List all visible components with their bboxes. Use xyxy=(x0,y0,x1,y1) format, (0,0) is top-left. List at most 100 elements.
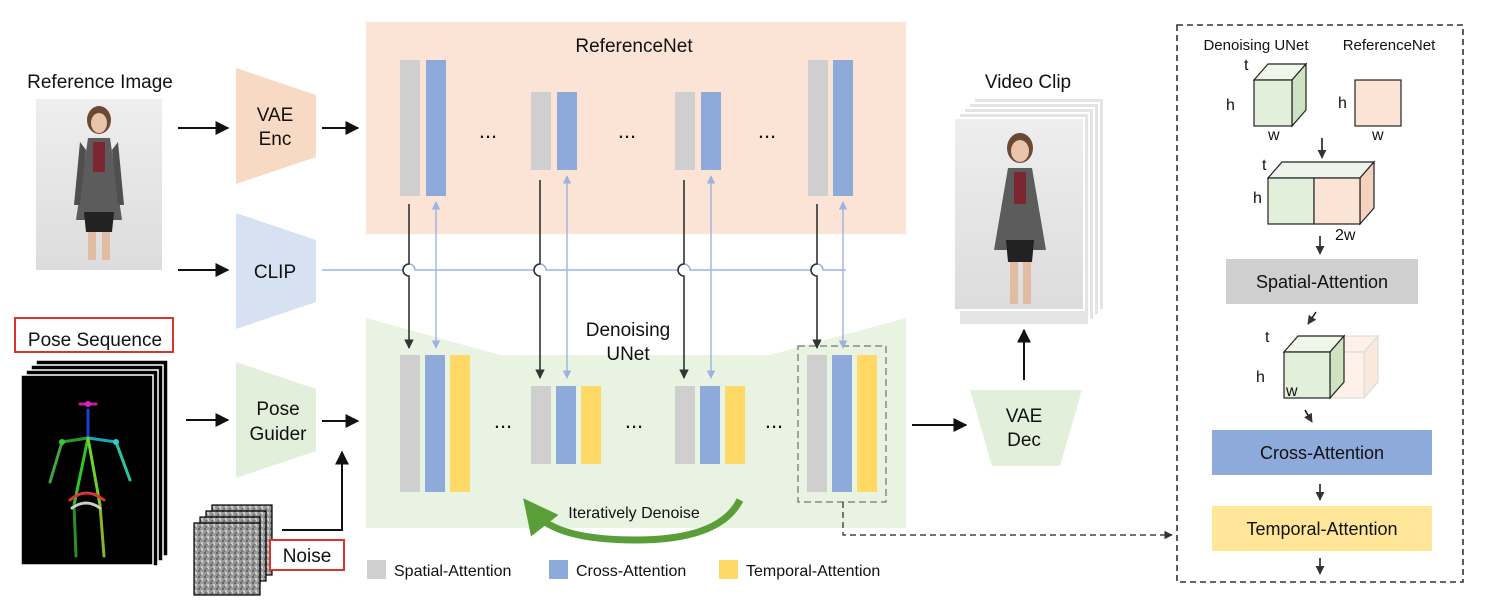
legend-spatial-swatch xyxy=(367,560,386,579)
cross-attention-bar xyxy=(425,355,445,492)
pose-sequence-stack xyxy=(20,359,169,567)
cube1-w: w xyxy=(1267,127,1280,144)
pose-sequence-highlight xyxy=(14,317,174,353)
detail-panel xyxy=(1176,24,1464,583)
denoising-unet-line2: UNet xyxy=(606,344,650,365)
cross-attention-bar xyxy=(557,92,577,170)
reference-image xyxy=(36,99,162,270)
spatial-attention-bar xyxy=(400,355,420,492)
legend-temporal-label: Temporal-Attention xyxy=(746,563,880,580)
temporal-attention-bar xyxy=(725,386,745,464)
legend-cross-label: Cross-Attention xyxy=(576,563,686,580)
panel-cross-attention xyxy=(1212,430,1432,475)
noise-highlight xyxy=(269,539,345,571)
denoising-unet-block xyxy=(366,318,906,528)
refnet-ellipsis-2: ... xyxy=(618,118,636,143)
refnet-feature-square xyxy=(1354,79,1402,127)
video-clip-stack xyxy=(953,97,1105,326)
spatial-attention-bar xyxy=(675,386,695,464)
arrow-noise-to-unet xyxy=(282,450,349,531)
cross-attention-links xyxy=(431,175,848,379)
vae-decoder-line1: VAE xyxy=(1006,406,1043,427)
cross-attention-bar xyxy=(832,355,852,492)
unet-ellipsis-2: ... xyxy=(625,408,643,433)
cube2-h: h xyxy=(1253,190,1262,207)
reference-image-label: Reference Image xyxy=(27,72,173,93)
noise-label: Noise xyxy=(283,546,332,567)
vae-encoder-line1: VAE xyxy=(257,105,294,126)
cross-attention-bar xyxy=(426,60,446,196)
spatial-attention-bar xyxy=(531,92,551,170)
unet-ellipsis-3: ... xyxy=(765,408,783,433)
unet-block-group-3 xyxy=(675,386,745,464)
unet-block-group-2 xyxy=(531,386,601,464)
temporal-attention-bar xyxy=(581,386,601,464)
cube1-t: t xyxy=(1244,57,1249,74)
legend-spatial-label: Spatial-Attention xyxy=(394,563,511,580)
panel-refnet-title: ReferenceNet xyxy=(1343,37,1436,54)
pose-guider-line2: Guider xyxy=(249,424,307,445)
spatial-attention-bar xyxy=(808,60,828,196)
cube2-2w: 2w xyxy=(1335,227,1356,244)
spatial-attention-bar xyxy=(807,355,827,492)
vae-decoder-line2: Dec xyxy=(1007,430,1041,451)
refnet-block-group-2 xyxy=(531,92,577,170)
spatial-attention-bar xyxy=(400,60,420,196)
clip-feature-line xyxy=(322,263,846,271)
pose-sequence-label: Pose Sequence xyxy=(28,330,162,351)
spatial-attention-bar xyxy=(675,92,695,170)
refnet-block-group-4 xyxy=(808,60,853,196)
cube1-h: h xyxy=(1226,97,1235,114)
panel-cross-attention-label: Cross-Attention xyxy=(1260,443,1384,463)
unet-feature-cube xyxy=(1252,62,1308,128)
video-clip-label: Video Clip xyxy=(985,72,1071,93)
cross-attention-bar xyxy=(701,92,721,170)
temporal-attention-bar xyxy=(450,355,470,492)
reference-net-label: ReferenceNet xyxy=(575,36,693,57)
cube3-h: h xyxy=(1256,369,1265,386)
refnet-block-group-1 xyxy=(400,60,446,196)
pose-guider-line1: Pose xyxy=(256,399,299,420)
detail-connector xyxy=(842,502,1173,540)
panel-temporal-attention xyxy=(1212,506,1432,551)
noise-stack xyxy=(193,504,273,596)
panel-arrow-4 xyxy=(1304,409,1313,423)
panel-unet-title: Denoising UNet xyxy=(1203,37,1309,54)
vae-decoder xyxy=(970,390,1082,466)
cross-attention-bar xyxy=(700,386,720,464)
legend-temporal-swatch xyxy=(719,560,738,579)
cross-attention-bar xyxy=(556,386,576,464)
vae-encoder-line2: Enc xyxy=(259,129,292,150)
refnet-block-group-3 xyxy=(675,92,721,170)
pose-guider xyxy=(236,362,316,478)
legend: Spatial-Attention Cross-Attention Tempor… xyxy=(367,560,880,580)
panel-spatial-attention-label: Spatial-Attention xyxy=(1256,272,1388,292)
legend-cross-swatch xyxy=(549,560,568,579)
refnet-ellipsis-3: ... xyxy=(758,118,776,143)
square-w: w xyxy=(1371,127,1384,144)
panel-temporal-attention-label: Temporal-Attention xyxy=(1246,519,1397,539)
cube2-t: t xyxy=(1262,157,1267,174)
cube3-w: w xyxy=(1285,383,1298,400)
unet-ellipsis-1: ... xyxy=(494,408,512,433)
reference-to-unet-arrows xyxy=(402,180,822,379)
split-feature-cube xyxy=(1282,334,1380,400)
concat-feature-cube xyxy=(1266,160,1376,226)
vae-encoder xyxy=(236,68,316,184)
unet-block-group-4 xyxy=(807,355,877,492)
temporal-attention-bar xyxy=(857,355,877,492)
spatial-attention-bar xyxy=(531,386,551,464)
clip-label: CLIP xyxy=(254,262,296,283)
panel-arrow-3 xyxy=(1307,311,1317,325)
iterative-denoise-label: Iteratively Denoise xyxy=(568,505,700,522)
cube3-t: t xyxy=(1265,329,1270,346)
cross-attention-bar xyxy=(833,60,853,196)
unet-block-group-1 xyxy=(400,355,470,492)
denoising-unet-line1: Denoising xyxy=(586,320,671,341)
square-h: h xyxy=(1338,95,1347,112)
iterative-denoise-arrow xyxy=(523,498,744,544)
clip-encoder xyxy=(236,213,316,329)
refnet-ellipsis-1: ... xyxy=(479,118,497,143)
